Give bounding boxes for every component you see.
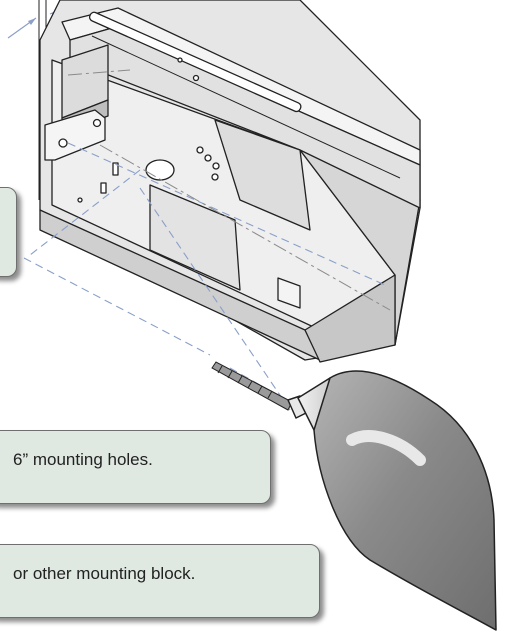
- centerline: [67, 69, 391, 311]
- enclosure-illustration: [39, 0, 421, 363]
- mounting-holes-callout: 6” mounting holes.: [0, 430, 271, 504]
- drill-illustration: [287, 370, 497, 631]
- alignment-guide-lines: [23, 142, 386, 411]
- partial-callout-top: [0, 187, 17, 277]
- callout-text: or other mounting block.: [13, 564, 196, 583]
- mounting-bracket: [44, 44, 109, 161]
- mounting-block-callout: or other mounting block.: [0, 544, 320, 618]
- callout-text: 6” mounting holes.: [13, 450, 153, 469]
- drill-bit-icon: [211, 361, 293, 411]
